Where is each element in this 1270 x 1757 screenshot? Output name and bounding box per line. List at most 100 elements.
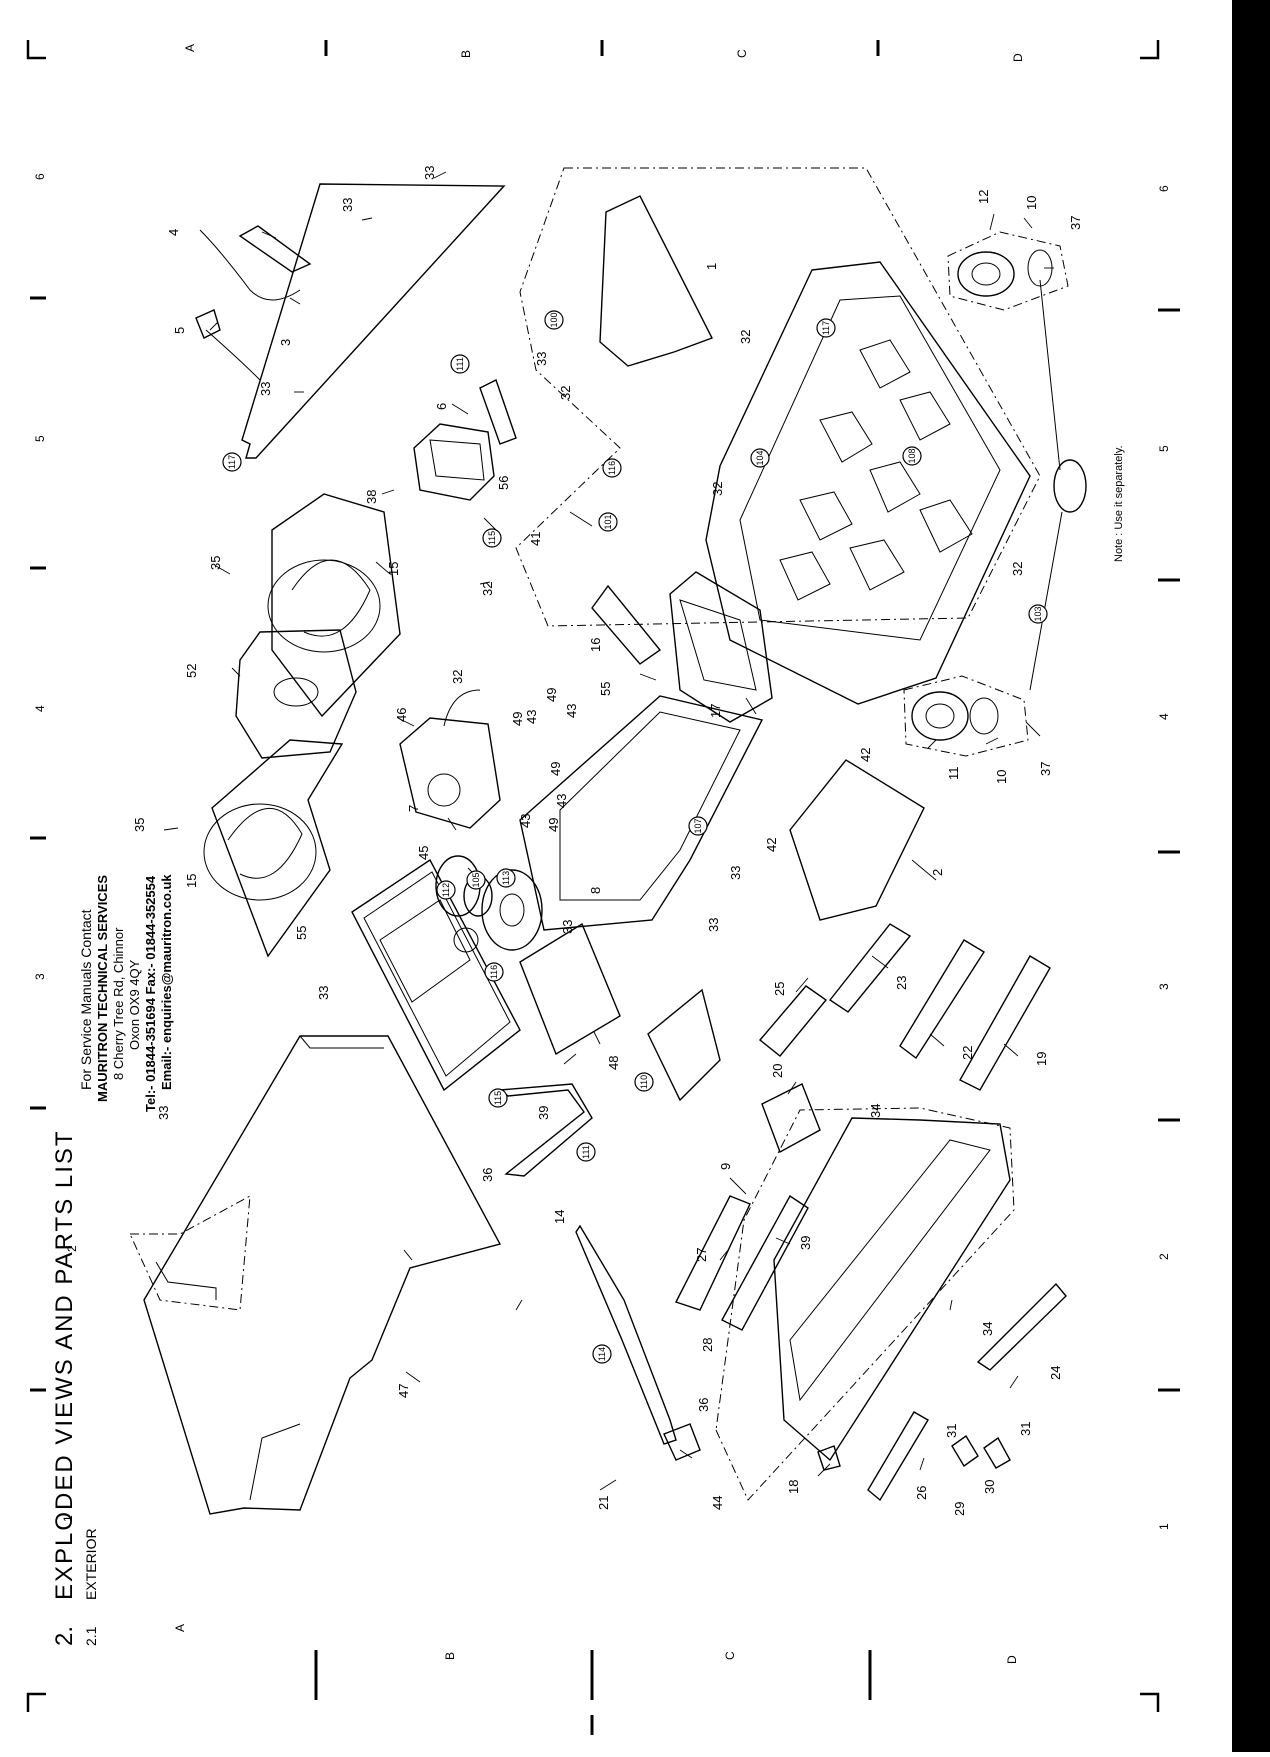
grid-top-b: B [459,50,473,58]
callout-45: 45 [416,846,431,860]
contact-line-5: Tel:- 01844-351694 Fax:- 01844-352554 [143,875,158,1112]
part-16 [591,584,662,665]
grid-bottom-d: D [1005,1655,1019,1664]
callout-numbers: 33 33 4 5 3 33 6 38 56 41 32 35 15 52 32… [132,166,1083,1516]
callout-41: 41 [528,532,543,546]
callout-46: 46 [394,708,409,722]
grid-right-1: 1 [1157,1523,1171,1530]
ref-117b: 117 [816,318,836,338]
grid-right-5: 5 [1157,445,1171,452]
svg-text:116: 116 [489,965,499,979]
label-25 [758,985,828,1057]
part-24 [976,1282,1067,1371]
ref-103: 103 [1028,604,1048,624]
grid-bottom-a: A [173,1624,187,1632]
ref-117: 117 [222,452,242,472]
disc-tray-15a [203,739,344,958]
callout-14: 14 [552,1210,567,1224]
callout-2: 2 [930,869,945,876]
callout-32: 32 [558,386,573,400]
disc-plate-52 [235,629,357,759]
top-cover-47 [143,1035,502,1515]
page-title: EXPLODED VIEWS AND PARTS LIST [51,1129,78,1600]
callout-49: 49 [548,762,563,776]
grid-top-a: A [183,44,197,52]
callout-37: 37 [1038,762,1053,776]
grid-left-5: 5 [33,435,47,442]
ref-113: 113 [496,868,516,888]
callout-25: 25 [772,982,787,996]
svg-text:115: 115 [487,531,497,545]
callout-12: 12 [976,190,991,204]
callout-26: 26 [914,1486,929,1500]
callout-16: 16 [588,638,603,652]
svg-text:111: 111 [455,357,465,371]
callout-39: 39 [536,1106,551,1120]
title-block: 2. EXPLODED VIEWS AND PARTS LIST 2.1 EXT… [51,1129,99,1646]
callout-27: 27 [694,1248,709,1262]
callout-37: 37 [1068,216,1083,230]
grid-left-2: 2 [65,1245,79,1252]
callout-22: 22 [960,1046,975,1060]
callout-56: 56 [496,476,511,490]
contact-line-6: Email:- enquiries@mauritron.co.uk [159,874,174,1090]
callout-35: 35 [132,818,147,832]
callout-29: 29 [952,1502,967,1516]
ref-105: 105 [466,870,486,890]
callout-23: 23 [894,976,909,990]
grid-left-6: 6 [33,173,47,180]
grid-right-3: 3 [1157,983,1171,990]
callout-32: 32 [1010,562,1025,576]
callout-21: 21 [596,1496,611,1510]
grid-left-1: 1 [61,1515,75,1522]
rear-plate-117 [241,183,506,459]
callout-48: 48 [606,1056,621,1070]
transformer-6 [413,379,517,501]
callout-19: 19 [1034,1052,1049,1066]
callout-43: 43 [518,814,533,828]
mechanism-113 [351,858,521,1092]
callout-33: 33 [156,1106,171,1120]
contact-line-2: MAURITRON TECHNICAL SERVICES [95,875,110,1102]
callout-42: 42 [858,748,873,762]
button-row-19 [959,955,1051,1091]
callout-6: 6 [434,403,449,410]
svg-text:112: 112 [441,883,451,897]
callout-49: 49 [510,712,525,726]
ref-116: 116 [602,458,622,478]
svg-text:116: 116 [607,461,617,475]
svg-text:103: 103 [1033,606,1043,621]
rail-111 [498,1083,593,1177]
callout-36: 36 [696,1398,711,1412]
door-28 [721,1194,809,1331]
ref-116b: 116 [484,962,504,982]
frame-marks [26,40,1180,1735]
part-29 [951,1434,979,1468]
callout-3: 3 [278,339,293,346]
contact-line-4: Oxon OX9 4QY [127,959,142,1050]
grid-top-c: C [735,49,749,58]
svg-text:113: 113 [501,871,511,885]
callout-28: 28 [700,1338,715,1352]
part-20 [761,1083,821,1154]
callout-36: 36 [480,1168,495,1182]
door-27 [675,1195,751,1311]
contact-line-1: For Service Manuals Contact [78,909,94,1090]
ref-114: 114 [592,1344,612,1364]
ref-104: 104 [750,448,770,468]
callout-17: 17 [708,704,723,718]
callout-43: 43 [554,794,569,808]
callout-38: 38 [364,490,379,504]
ref-115: 115 [482,528,502,548]
ref-115b: 115 [488,1088,508,1108]
callout-32: 32 [450,670,465,684]
svg-text:104: 104 [755,450,765,465]
svg-text:110: 110 [639,1075,649,1089]
grid-right-4: 4 [1157,713,1171,720]
ref-111: 111 [450,354,470,374]
callout-1: 1 [704,263,719,270]
part-26 [867,1411,929,1502]
callout-30: 30 [982,1480,997,1494]
callout-34: 34 [868,1104,883,1118]
svg-text:101: 101 [603,514,613,529]
